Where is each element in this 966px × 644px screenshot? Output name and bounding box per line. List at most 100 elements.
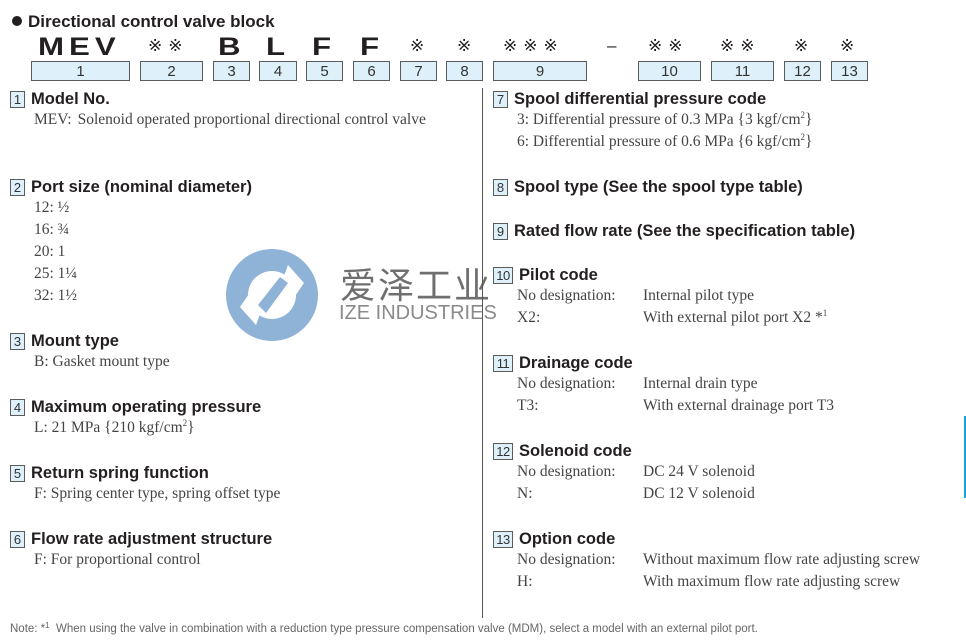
- code-desc: With external drainage port T3: [643, 397, 835, 414]
- section-body: F: For proportional control: [34, 551, 201, 568]
- heading-text: Drainage code: [519, 353, 633, 372]
- text: 6: Differential pressure of 0.6 MPa {6 k…: [517, 133, 801, 150]
- section-heading: 11 Drainage code: [493, 353, 958, 373]
- superscript: 2: [800, 110, 806, 120]
- model-code-box-3: 3: [213, 61, 250, 81]
- text: }: [805, 133, 813, 150]
- list-item: 12: ½: [34, 199, 70, 216]
- code-key: No designation:: [517, 551, 616, 568]
- code-row: No designation: Without maximum flow rate…: [517, 549, 958, 571]
- section-body: L: 21 MPa {210 kgf/cm2}: [10, 417, 475, 439]
- section-heading: 5 Return spring function: [10, 463, 475, 483]
- section-number: 12: [493, 442, 513, 460]
- section-number: 11: [493, 354, 513, 372]
- list-item: 32: 1½: [34, 287, 78, 304]
- heading-text: Solenoid code: [519, 441, 632, 460]
- heading-text: Port size (nominal diameter): [31, 177, 252, 196]
- model-code-box-5: 5: [306, 61, 343, 81]
- code-desc: DC 24 V solenoid: [643, 463, 755, 480]
- model-code-box-11: 11: [711, 61, 774, 81]
- model-code-placeholder: ※※: [148, 36, 189, 55]
- code-row: No designation:Internal drain type: [517, 373, 958, 395]
- page-title-text: Directional control valve block: [28, 12, 275, 31]
- page-title: Directional control valve block: [12, 12, 275, 32]
- list-item: 20: 1: [34, 243, 66, 260]
- model-code-placeholder: ※: [840, 36, 861, 55]
- model-code-box-13: 13: [831, 61, 868, 81]
- section-body: No designation:Internal drain type T3: Wi…: [493, 373, 958, 417]
- section-number: 13: [493, 530, 513, 548]
- model-code-letter: F: [360, 33, 385, 61]
- heading-text: Spool differential pressure code: [514, 89, 767, 108]
- code-desc: DC 12 V solenoid: [643, 485, 755, 502]
- section-heading: 9 Rated flow rate (See the specification…: [493, 221, 958, 241]
- section-solenoid-code: 12 Solenoid code No designation: DC 24 V …: [493, 441, 958, 505]
- heading-text: Maximum operating pressure: [31, 397, 262, 416]
- section-max-pressure: 4 Maximum operating pressure L: 21 MPa {…: [10, 397, 475, 439]
- section-heading: 12 Solenoid code: [493, 441, 958, 461]
- section-number: 7: [493, 90, 508, 108]
- code-row: N: DC 12 V solenoid: [517, 483, 958, 505]
- section-heading: 2 Port size (nominal diameter): [10, 177, 475, 197]
- code-desc: Internal pilot type: [643, 287, 755, 304]
- model-code-placeholder: ※※: [720, 36, 761, 55]
- note-prefix: Note: *: [10, 623, 46, 635]
- superscript: 2: [182, 418, 188, 428]
- text: L: 21 MPa {210 kgf/cm: [34, 419, 183, 436]
- footnote-marker: 1: [45, 621, 50, 630]
- model-code-placeholder: ※※: [648, 36, 689, 55]
- text: }: [805, 111, 813, 128]
- model-code-box-8: 8: [446, 61, 483, 81]
- section-body: No designation: Without maximum flow rate…: [493, 549, 958, 593]
- section-number: 4: [10, 398, 25, 416]
- code-key: No designation:: [517, 463, 616, 480]
- model-code-placeholder: –: [607, 36, 623, 55]
- section-body: B: Gasket mount type: [34, 353, 170, 370]
- heading-text: Spool type (See the spool type table): [514, 177, 803, 196]
- code-row: X2:With external pilot port X2 *1: [517, 307, 958, 329]
- section-number: 9: [493, 222, 508, 240]
- section-body: 3: Differential pressure of 0.3 MPa {3 k…: [493, 109, 958, 153]
- list-item: 16: ¾: [34, 221, 70, 238]
- code-desc: With external pilot port X2 *1: [643, 307, 958, 329]
- section-number: 3: [10, 332, 25, 350]
- model-code-letter: L: [266, 33, 291, 61]
- section-heading: 8 Spool type (See the spool type table): [493, 177, 958, 197]
- code-row: No designation: DC 24 V solenoid: [517, 461, 958, 483]
- section-option-code: 13 Option code No designation:Without ma…: [493, 529, 958, 593]
- model-code-box-7: 7: [400, 61, 437, 81]
- section-heading: 3 Mount type: [10, 331, 475, 351]
- section-model-no: 1 Model No. MEV: Solenoid operated propo…: [10, 89, 475, 131]
- section-number: 2: [10, 178, 25, 196]
- heading-text: Return spring function: [31, 463, 209, 482]
- heading-text: Flow rate adjustment structure: [31, 529, 273, 548]
- footnote: Note: *1 When using the valve in combina…: [10, 621, 758, 636]
- section-heading: 10 Pilot code: [493, 265, 958, 285]
- code-key: T3:: [517, 397, 539, 414]
- section-drainage-code: 11 Drainage code No designation:Internal…: [493, 353, 958, 417]
- heading-text: Pilot code: [519, 265, 598, 284]
- code-desc: Without maximum flow rate adjusting scre…: [643, 551, 921, 568]
- code-desc: With maximum flow rate adjusting screw: [643, 573, 901, 590]
- text: 3: Differential pressure of 0.3 MPa {3 k…: [517, 111, 801, 128]
- section-number: 1: [10, 90, 25, 108]
- bullet-icon: [12, 16, 22, 26]
- superscript: 2: [800, 132, 806, 142]
- section-number: 6: [10, 530, 25, 548]
- code-key: N:: [517, 485, 533, 502]
- code-row: T3: With external drainage port T3: [517, 395, 958, 417]
- note-text: When using the valve in combination with…: [49, 623, 758, 635]
- model-code-letter: MEV: [38, 33, 121, 61]
- section-body: No designation: DC 24 V solenoid N: DC 12 …: [493, 461, 958, 505]
- model-code-letter: F: [312, 33, 337, 61]
- code-desc: Solenoid operated proportional direction…: [77, 111, 426, 128]
- section-body: F: Spring center type, spring offset typ…: [34, 485, 281, 502]
- heading-text: Mount type: [31, 331, 119, 350]
- section-rated-flow: 9 Rated flow rate (See the specification…: [493, 221, 958, 241]
- column-divider: [482, 88, 483, 618]
- section-heading: 6 Flow rate adjustment structure: [10, 529, 475, 549]
- model-code-placeholder: ※: [410, 36, 431, 55]
- model-code-box-12: 12: [784, 61, 821, 81]
- section-body: 12: ½ 16: ¾ 20: 1 25: 1¼ 32: 1½: [10, 197, 475, 307]
- section-heading: 4 Maximum operating pressure: [10, 397, 475, 417]
